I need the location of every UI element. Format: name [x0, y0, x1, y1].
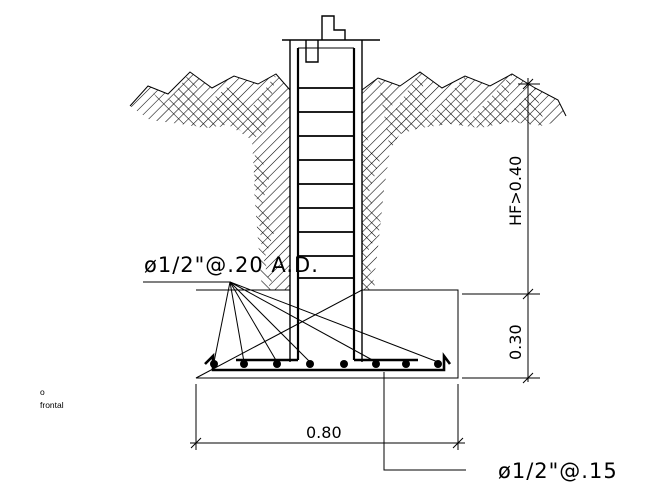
soil-hatch-right — [361, 71, 567, 290]
leader-bottom-rebar — [383, 372, 466, 471]
footing — [195, 289, 459, 379]
label-depth-dimension: HF>0.40 — [506, 156, 525, 226]
label-footing-width: 0.80 — [306, 423, 342, 442]
column-stirrups — [298, 87, 354, 279]
footing-rebar-dots — [210, 360, 442, 368]
side-note-line2: frontal — [40, 400, 64, 410]
dimension-vertical — [462, 78, 540, 384]
column — [282, 15, 380, 362]
side-note-line1: o — [40, 387, 45, 397]
label-footing-height: 0.30 — [506, 324, 525, 360]
label-rebar-top: ø1/2"@.20 A.D. — [144, 253, 319, 277]
label-rebar-bottom: ø1/2"@.15 — [498, 459, 618, 483]
leader-top-rebar — [143, 281, 439, 363]
dimension-horizontal — [190, 384, 465, 450]
soil-hatch-left — [129, 71, 291, 290]
